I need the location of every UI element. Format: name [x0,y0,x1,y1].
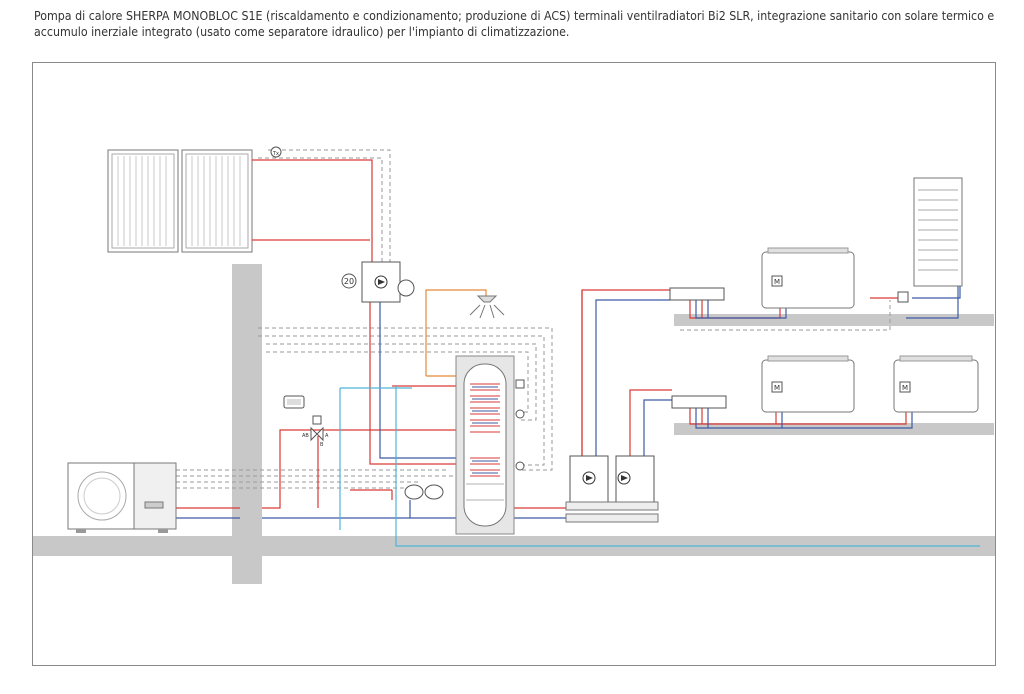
manifold-upper [669,287,725,301]
storage-tank [455,355,525,535]
diagram-caption: Pompa di calore SHERPA MONOBLOC S1E (ris… [34,9,995,39]
solar-pump-group: 20 Tx [270,146,415,303]
cold-pipes [175,286,961,519]
upper-floor-slab [674,314,994,326]
solar-collectors [107,149,253,253]
heat-pump-fan [77,471,127,521]
fan-coil-unit: M [893,355,979,413]
manifold-middle [671,395,727,409]
group-number-badge [341,273,357,289]
middle-floor-slab [674,423,994,435]
valve-port-b: B [320,442,324,448]
towel-radiator [897,177,963,303]
heat-pump-outdoor-unit [67,462,177,533]
group-number-label: 20 [344,277,354,286]
fan-coil-unit: M [761,247,855,309]
diverter-valve: AB A B [302,415,329,448]
valve-port-a: A [325,433,329,439]
collector-sensor-label: Tx [272,151,279,157]
motor-label-1: M [774,278,780,286]
control-wiring [176,149,891,489]
shower-head [469,295,505,319]
fan-coil-unit: M [761,355,855,413]
motor-label-2: M [774,384,780,392]
valve-port-ab: AB [302,433,309,439]
building-structure [33,264,995,584]
hot-pipes [175,159,907,509]
wall [232,264,262,584]
expansion-vessels [404,484,444,500]
motor-label-3: M [902,384,908,392]
expansion-vessel-solar [397,279,415,297]
dhw-pipe [425,289,487,377]
diagram-frame [32,62,996,666]
pump-modules [565,455,659,523]
cold-water-pipe [339,386,980,547]
